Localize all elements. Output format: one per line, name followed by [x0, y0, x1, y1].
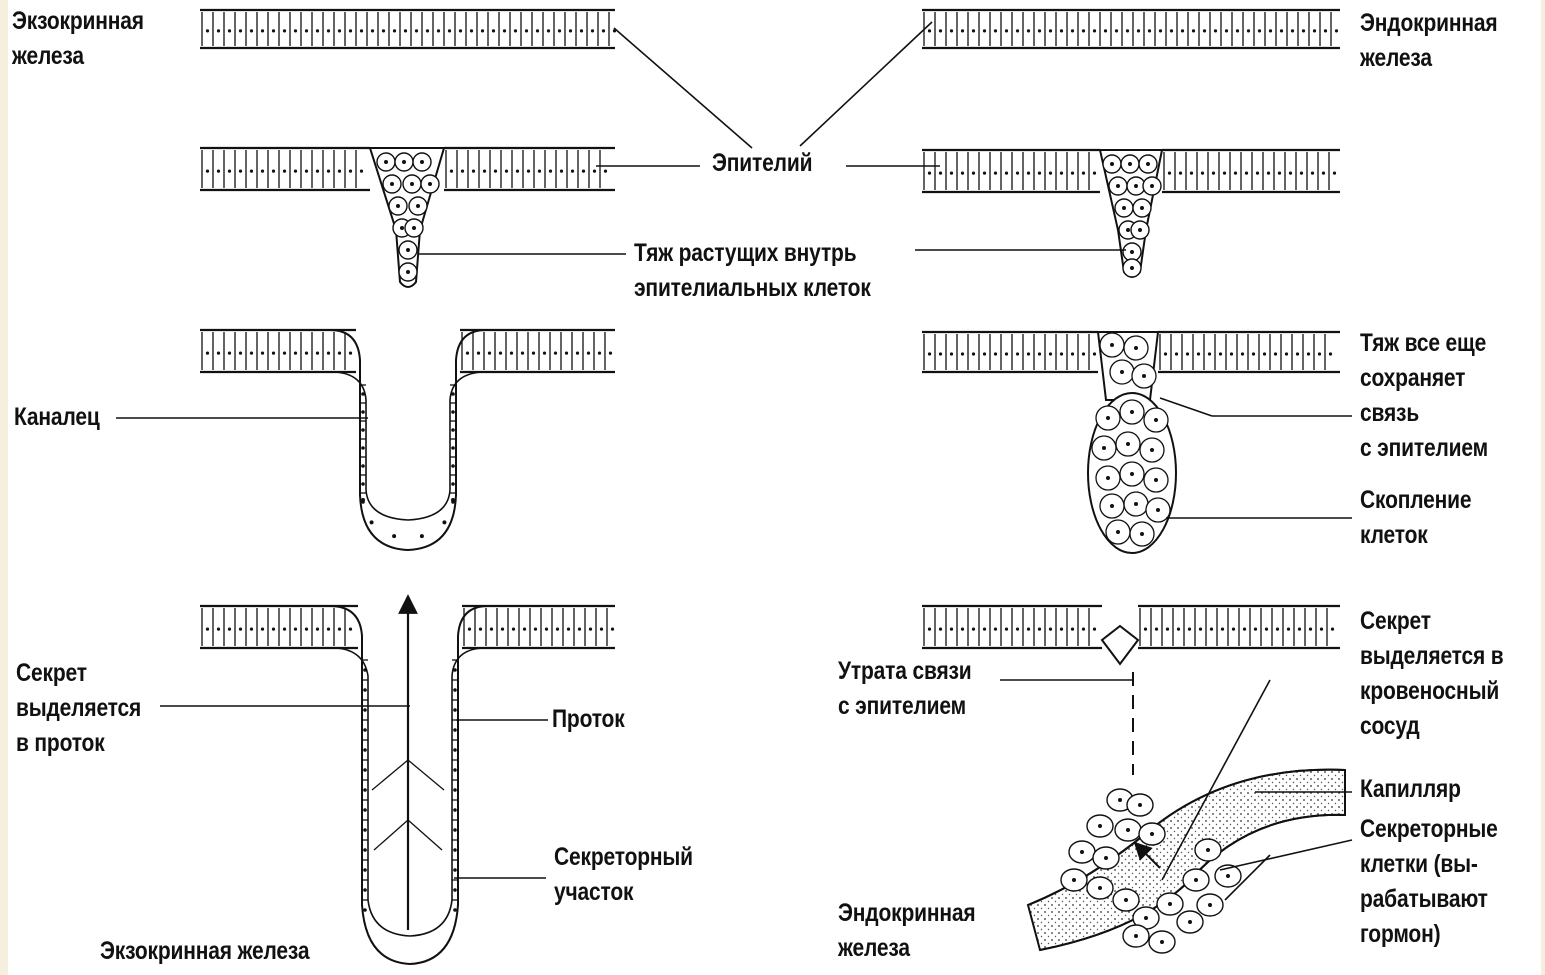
label-secretory-area: Секреторный участок [554, 840, 693, 910]
label-capillary: Капилляр [1360, 772, 1461, 807]
label-exocrine-gland-title: Экзокринная железа [12, 4, 144, 74]
label-loss-of-connection: Утрата связи с эпителием [838, 654, 972, 724]
label-epithelium: Эпителий [712, 146, 812, 181]
epithelium-strip [200, 330, 615, 372]
epithelium-strip [200, 10, 616, 48]
label-cord-still-connected: Тяж все еще сохраняет связь с эпителием [1360, 326, 1488, 466]
exocrine-duct [200, 604, 615, 964]
canaliculus-tube [200, 330, 615, 550]
epithelium-strip [922, 10, 1340, 48]
epithelium-strips [200, 10, 1340, 648]
label-endocrine-gland-title: Эндокринная железа [1360, 6, 1497, 76]
label-secret-into-vessel: Секрет выделяется в кровеносный сосуд [1360, 604, 1504, 744]
label-exocrine-gland-bottom: Экзокринная железа [100, 934, 309, 969]
label-cord: Тяж растущих внутрь эпителиальных клеток [634, 236, 871, 306]
label-canaliculus: Каналец [14, 400, 100, 435]
label-secret-into-duct: Секрет выделяется в проток [16, 656, 141, 761]
label-duct: Проток [552, 702, 625, 737]
label-endocrine-gland-bottom: Эндокринная железа [838, 896, 975, 966]
endocrine-gland-final [1028, 626, 1345, 953]
label-secretory-cells: Секреторные клетки (вы- рабатывают гормо… [1360, 812, 1498, 952]
endocrine-cluster [1088, 332, 1176, 553]
exocrine-cord [370, 148, 444, 287]
label-cell-cluster: Скопление клеток [1360, 483, 1471, 553]
endocrine-cord [1100, 150, 1162, 277]
